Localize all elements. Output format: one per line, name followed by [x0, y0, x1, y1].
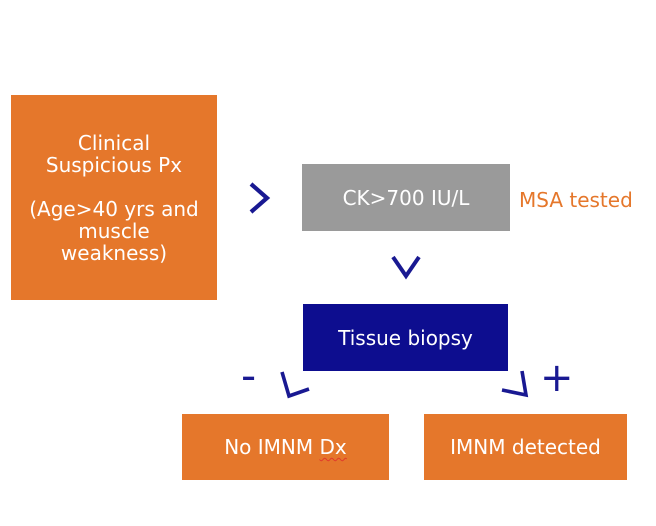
no-imnm-text: No IMNM Dx — [224, 436, 347, 458]
no-imnm-text-dx: Dx — [319, 435, 347, 459]
tissue-biopsy-box: Tissue biopsy — [303, 304, 508, 371]
msa-tested-label: MSA tested — [519, 188, 633, 212]
imnm-detected-text: IMNM detected — [450, 435, 601, 459]
flow-arrow-down-icon — [391, 255, 421, 280]
clinical-suspicion-box: Clinical Suspicious Px (Age>40 yrs and m… — [11, 95, 217, 300]
flow-arrow-right-icon — [249, 182, 271, 214]
branch-arrow-right-icon — [501, 370, 529, 398]
no-imnm-text-prefix: No IMNM — [224, 435, 320, 459]
positive-branch-sign: + — [540, 355, 574, 401]
ck-threshold-text: CK>700 IU/L — [342, 185, 470, 210]
branch-arrow-left-icon — [280, 371, 310, 399]
ck-threshold-box: CK>700 IU/L — [302, 164, 510, 231]
no-imnm-box: No IMNM Dx — [182, 414, 389, 480]
clinical-suspicion-text: Clinical Suspicious Px (Age>40 yrs and m… — [29, 130, 199, 265]
negative-branch-sign: - — [241, 351, 257, 400]
tissue-biopsy-text: Tissue biopsy — [338, 325, 473, 350]
imnm-detected-box: IMNM detected — [424, 414, 627, 480]
